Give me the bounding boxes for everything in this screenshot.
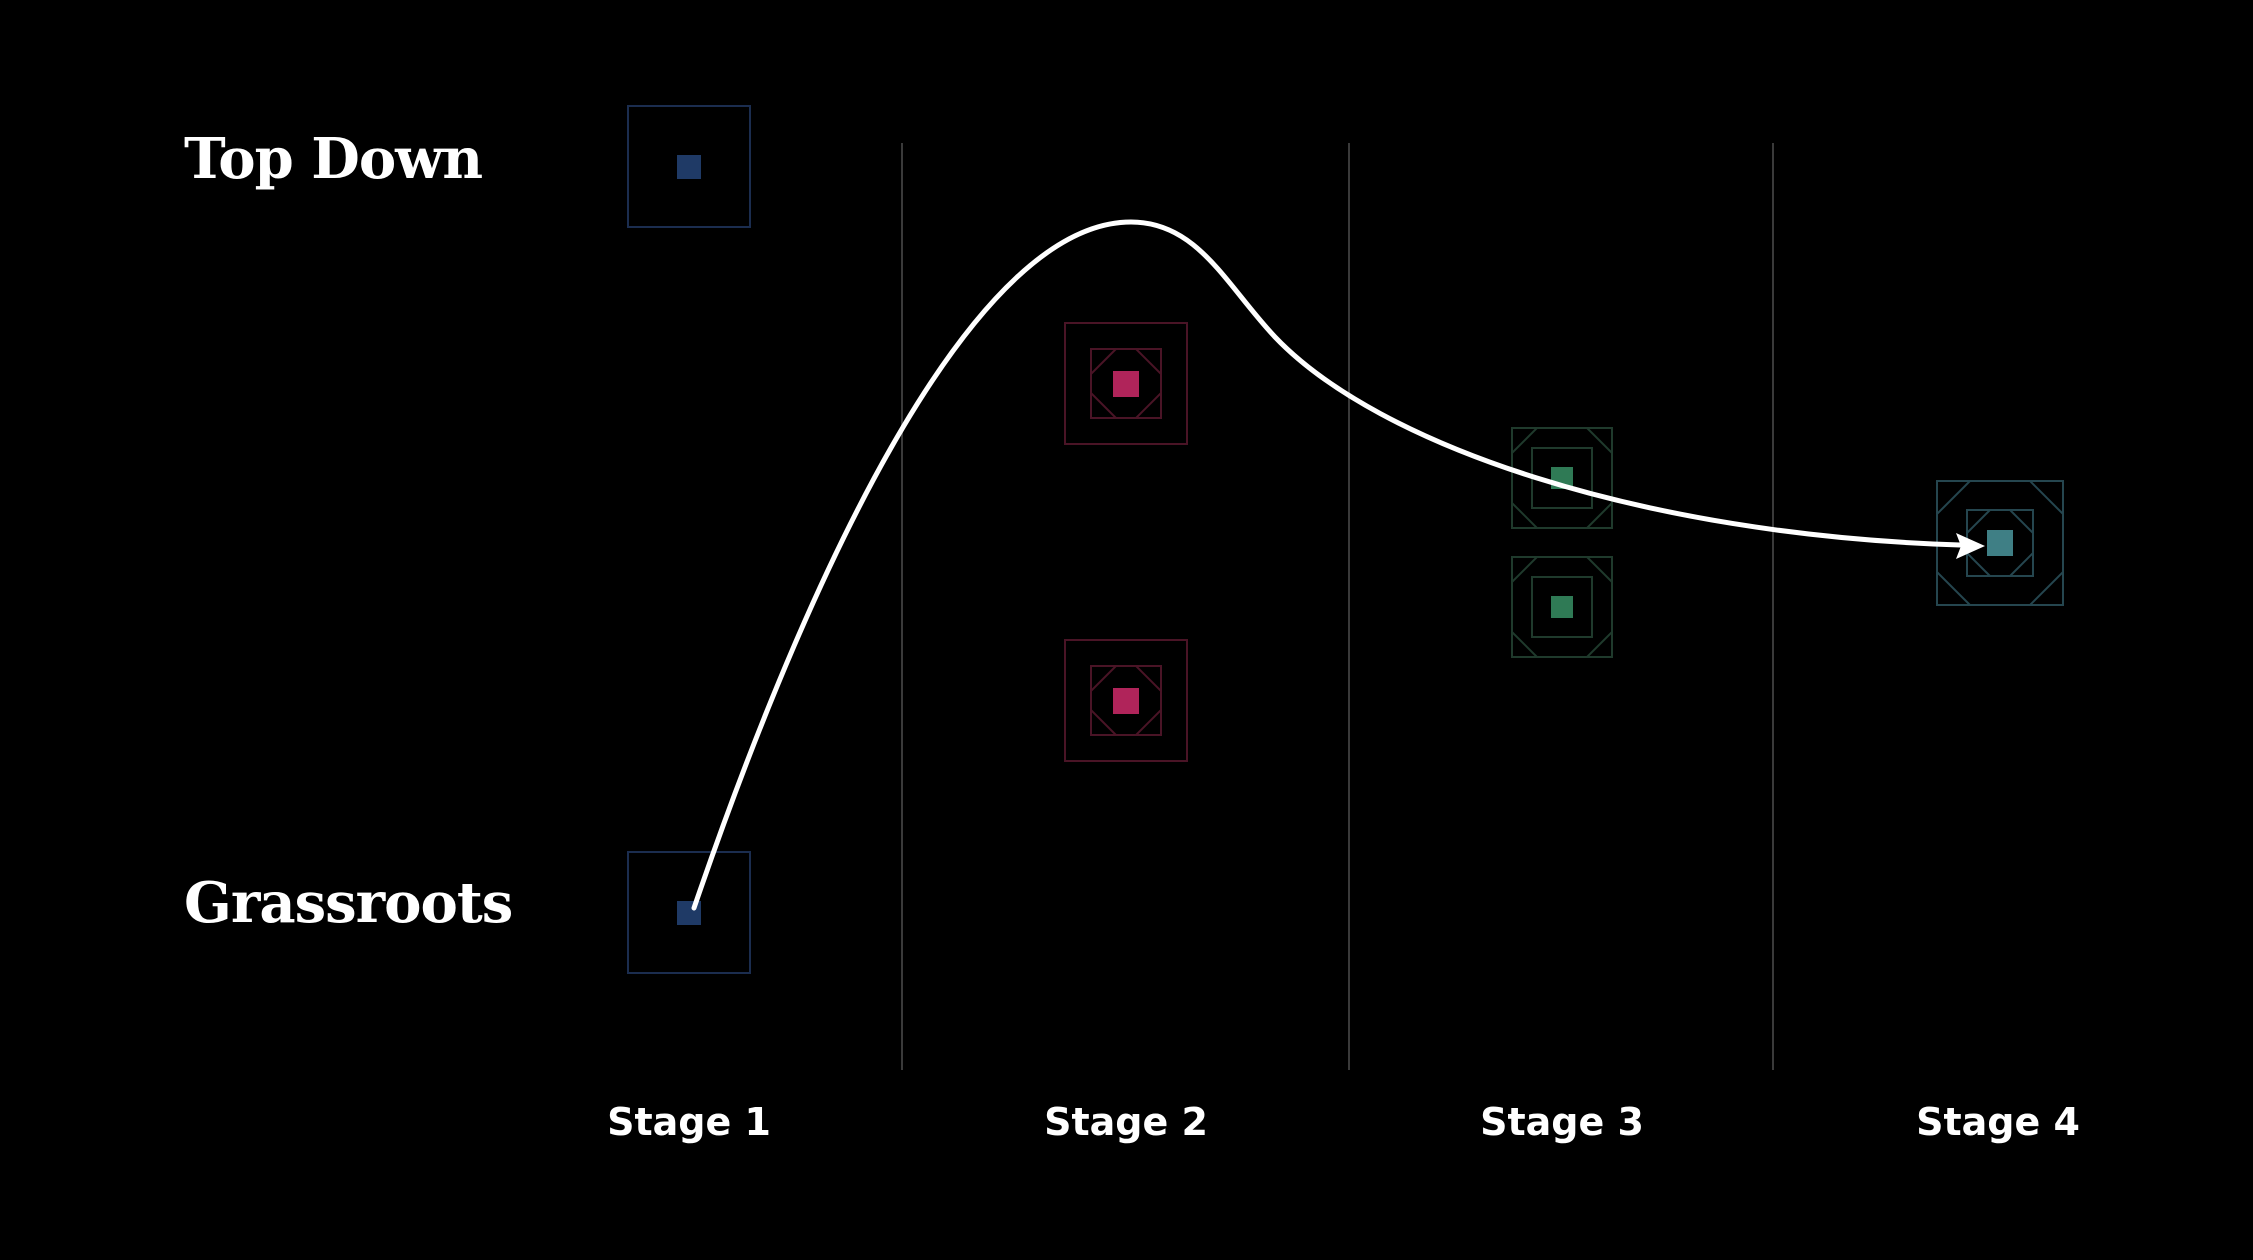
stage3-lower-node [1511, 556, 1613, 658]
stage-label-4: Stage 4 [1916, 1100, 2080, 1144]
stage-label-2: Stage 2 [1044, 1100, 1208, 1144]
stage-label-3: Stage 3 [1480, 1100, 1644, 1144]
journey-curve [691, 219, 1963, 911]
stage1-top-node [627, 105, 751, 228]
row-label-grassroots: Grassroots [184, 870, 513, 936]
journey-arrowhead [1956, 533, 1985, 559]
stage1-bottom-node [627, 851, 751, 974]
stage3-upper-node [1511, 427, 1613, 529]
stage2-lower-node [1064, 639, 1188, 762]
stage-label-1: Stage 1 [607, 1100, 771, 1144]
row-label-top-down: Top Down [184, 126, 483, 192]
stage2-upper-node [1064, 322, 1188, 445]
